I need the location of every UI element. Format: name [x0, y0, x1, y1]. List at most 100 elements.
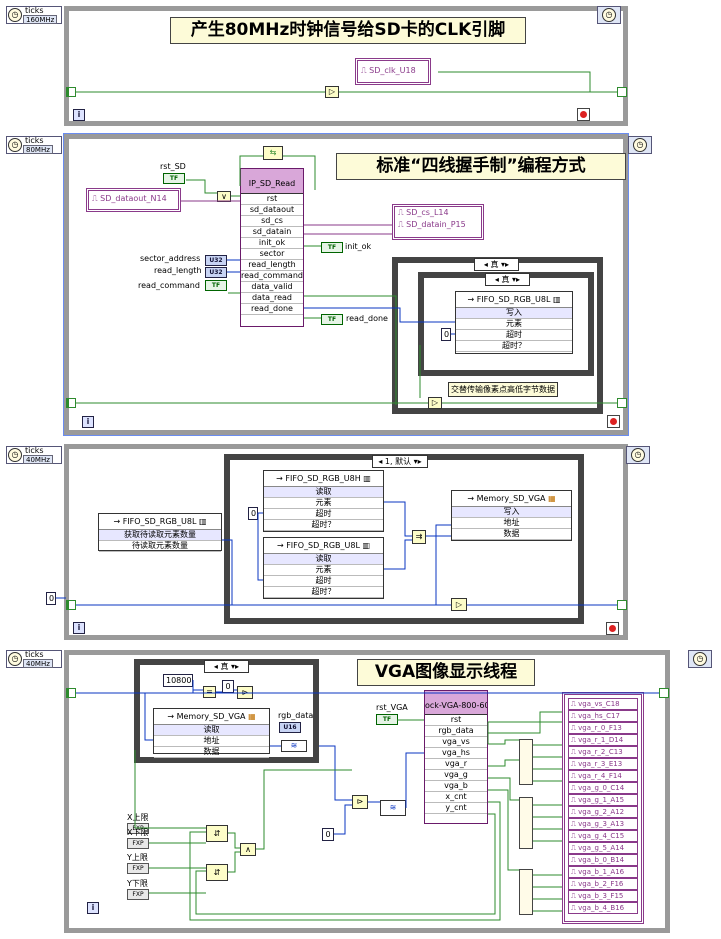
ticks-terminal-2[interactable]: ◷ ticks 80MHz — [6, 136, 62, 154]
vga-output-item[interactable]: ⎍ vga_g_3_A13 — [568, 818, 638, 830]
port-rst[interactable]: rst — [241, 194, 303, 205]
shift-register-right-4[interactable] — [659, 688, 669, 698]
select-function-2[interactable]: ⊳ — [352, 795, 368, 809]
port-sd-dataout[interactable]: sd_dataout — [241, 205, 303, 216]
port-vga-hs[interactable]: vga_hs — [425, 748, 487, 759]
memory-read-node[interactable]: → Memory_SD_VGA ▦ 读取 地址 数据 — [153, 708, 270, 758]
vga-output-item[interactable]: ⎍ vga_r_1_D14 — [568, 734, 638, 746]
port-sector[interactable]: sector — [241, 249, 303, 260]
port-read-done[interactable]: read_done — [241, 304, 303, 315]
memory-row[interactable]: 读取 — [154, 725, 269, 736]
vga-output-item[interactable]: ⎍ vga_r_3_E13 — [568, 758, 638, 770]
port-y-cnt[interactable]: y_cnt — [425, 803, 487, 814]
port-init-ok[interactable]: init_ok — [241, 238, 303, 249]
const-10800[interactable]: 10800 — [163, 674, 193, 687]
port-sd-datain[interactable]: sd_datain — [241, 227, 303, 238]
fifo-row[interactable]: 超时？ — [264, 520, 383, 531]
select-function[interactable]: ⊳ — [237, 686, 253, 699]
in-range-function-y[interactable]: ⇵ — [206, 864, 228, 881]
not-function-1[interactable]: ▷ — [325, 86, 339, 98]
timer-config-4[interactable]: ◷ — [688, 650, 712, 668]
memory-row[interactable]: 地址 — [452, 518, 571, 529]
split-bits-r[interactable] — [519, 739, 533, 785]
rst-sd-control[interactable]: TF — [163, 173, 185, 184]
vga-output-item[interactable]: ⎍ vga_vs_C18 — [568, 698, 638, 710]
fifo-row[interactable]: 读取 — [264, 487, 383, 498]
fifo-read-low-node[interactable]: → FIFO_SD_RGB_U8L ▥ 读取 元素 超时 超时？ — [263, 537, 384, 599]
sd-cs-sd-datain-outputs[interactable]: ⎍ SD_cs_L14 ⎍ SD_datain_P15 — [392, 204, 484, 240]
vga-output-item[interactable]: ⎍ vga_r_0_F13 — [568, 722, 638, 734]
init-const-zero[interactable]: 0 — [46, 592, 56, 605]
not-function-2[interactable]: ▷ — [428, 397, 442, 409]
vga-output-item[interactable]: ⎍ vga_g_1_A15 — [568, 794, 638, 806]
port-x-cnt[interactable]: x_cnt — [425, 792, 487, 803]
memory-row[interactable]: 写入 — [452, 507, 571, 518]
port-rgb-data[interactable]: rgb_data — [425, 726, 487, 737]
memory-row[interactable]: 数据 — [154, 747, 269, 758]
y-upper-control[interactable]: FXP — [127, 863, 149, 874]
timer-config-3[interactable]: ◷ — [626, 446, 650, 464]
stop-terminal-2[interactable] — [607, 415, 620, 428]
fifo-row[interactable]: 待读取元素数量 — [99, 541, 221, 552]
case-selector-4[interactable]: ◂ 真 ▾▸ — [204, 660, 249, 673]
port-vga-g[interactable]: vga_g — [425, 770, 487, 781]
fifo-read-high-node[interactable]: → FIFO_SD_RGB_U8H ▥ 读取 元素 超时 超时？ — [263, 470, 384, 532]
fifo-row[interactable]: 读取 — [264, 554, 383, 565]
vga-output-item[interactable]: ⎍ vga_g_0_C14 — [568, 782, 638, 794]
fifo-row[interactable]: 元素 — [264, 565, 383, 576]
shift-register-right-2[interactable] — [617, 398, 627, 408]
const-zero-b[interactable]: 0 — [322, 828, 334, 841]
vga-output-item[interactable]: ⎍ vga_b_2_F16 — [568, 878, 638, 890]
port-vga-r[interactable]: vga_r — [425, 759, 487, 770]
sd-dataout-control[interactable]: ⎍ SD_dataout_N14 — [86, 188, 181, 212]
shift-register-left-4[interactable] — [66, 688, 76, 698]
equal-function[interactable]: = — [203, 686, 216, 698]
fifo-row[interactable]: 写入 — [456, 308, 572, 319]
fifo-row[interactable]: 元素 — [264, 498, 383, 509]
local-variable[interactable]: ≋ — [281, 740, 307, 752]
fifo-row[interactable]: 超时？ — [456, 341, 572, 352]
memory-row[interactable]: 数据 — [452, 529, 571, 540]
fifo-row[interactable]: 获取待读取元素数量 — [99, 530, 221, 541]
outer-case-selector[interactable]: ◂ 真 ▾▸ — [474, 258, 519, 271]
increment-function[interactable]: ▷ — [451, 598, 467, 611]
y-lower-control[interactable]: FXP — [127, 889, 149, 900]
in-range-function-x[interactable]: ⇵ — [206, 825, 228, 842]
vga-output-item[interactable]: ⎍ vga_b_1_A16 — [568, 866, 638, 878]
port-rst[interactable]: rst — [425, 715, 487, 726]
local-variable-2[interactable]: ≋ — [380, 800, 406, 816]
vga-output-item[interactable]: ⎍ vga_b_4_B16 — [568, 902, 638, 914]
case-selector-3[interactable]: ◂ 1, 默认 ▾▸ — [372, 455, 428, 468]
ticks-terminal-4[interactable]: ◷ ticks 40MHz — [6, 650, 62, 668]
vga-output-item[interactable]: ⎍ vga_b_0_B14 — [568, 854, 638, 866]
memory-write-node[interactable]: → Memory_SD_VGA ▦ 写入 地址 数据 — [451, 490, 572, 541]
timer-config-1[interactable]: ◷ — [597, 6, 621, 24]
port-data-read[interactable]: data_read — [241, 293, 303, 304]
ticks-terminal-3[interactable]: ◷ ticks 40MHz — [6, 446, 62, 464]
read-command-control[interactable]: TF — [205, 280, 227, 291]
shift-register-right-3[interactable] — [617, 600, 627, 610]
fifo-row[interactable]: 超时 — [264, 576, 383, 587]
split-bits-b[interactable] — [519, 869, 533, 915]
timeout-const-zero[interactable]: 0 — [441, 328, 451, 341]
fifo-get-count-node[interactable]: → FIFO_SD_RGB_U8L ▥ 获取待读取元素数量 待读取元素数量 — [98, 513, 222, 552]
join-numbers-function[interactable]: ⇉ — [412, 530, 426, 544]
vga-output-item[interactable]: ⎍ vga_r_4_F14 — [568, 770, 638, 782]
port-vga-b[interactable]: vga_b — [425, 781, 487, 792]
ticks-terminal-1[interactable]: ◷ ticks 160MHz — [6, 6, 62, 24]
port-vga-vs[interactable]: vga_vs — [425, 737, 487, 748]
fifo-write-node[interactable]: → FIFO_SD_RGB_U8L ▥ 写入 元素 超时 超时？ — [455, 291, 573, 354]
feedback-node[interactable]: ⇆ — [263, 146, 283, 160]
vga-output-item[interactable]: ⎍ vga_g_4_C15 — [568, 830, 638, 842]
read-length-control[interactable]: U32 — [205, 267, 227, 278]
ip-sd-read-subvi[interactable]: IP_SD_Read rst sd_dataout sd_cs sd_datai… — [240, 168, 304, 327]
port-read-length[interactable]: read_length — [241, 260, 303, 271]
sd-clk-output[interactable]: ⎍ SD_clk_U18 — [355, 58, 431, 85]
shift-register-right-1[interactable] — [617, 87, 627, 97]
vga-output-item[interactable]: ⎍ vga_b_3_F15 — [568, 890, 638, 902]
and-function[interactable]: ∧ — [240, 843, 256, 856]
timer-config-2[interactable]: ◷ — [628, 136, 652, 154]
inner-case-selector[interactable]: ◂ 真 ▾▸ — [485, 273, 530, 286]
memory-row[interactable]: 地址 — [154, 736, 269, 747]
stop-terminal-3[interactable] — [606, 622, 619, 635]
